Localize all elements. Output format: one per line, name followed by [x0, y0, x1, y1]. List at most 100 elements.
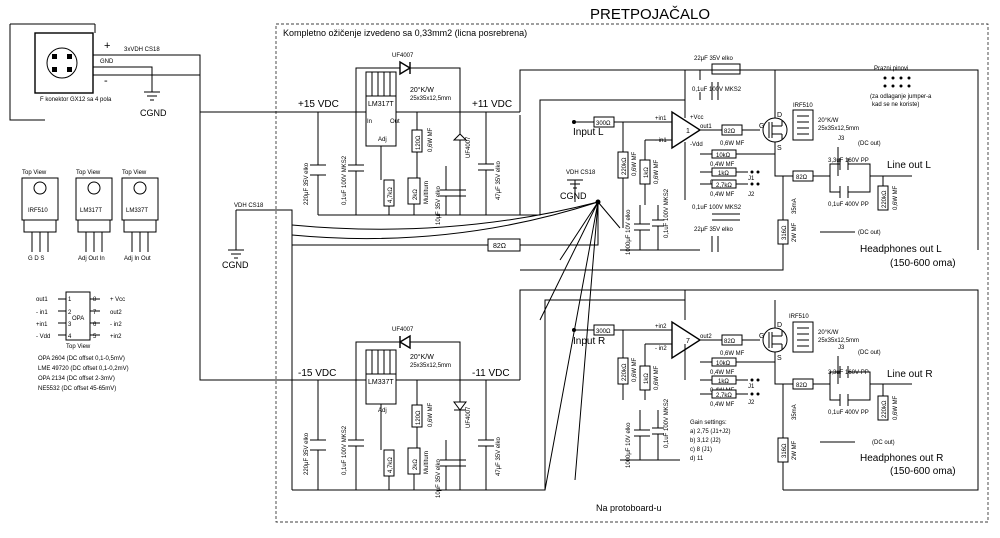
- neg-cap-adj: 10μF 35V elko: [436, 459, 442, 498]
- channel-left: Input L 300Ω 220kΩ 0,6W MF 1kΩ 0,6W MF 1…: [520, 56, 979, 271]
- jumper-note-line1: (za odlaganje jumper-a: [870, 94, 932, 100]
- cgnd-label-2: CGND: [222, 260, 249, 270]
- negative-supply: -15 VDC -11 VDC LM337T Adj 20°K/W 25x35x…: [292, 327, 520, 498]
- l-r-in: 300Ω: [596, 121, 611, 127]
- opa-num-l2: 2: [68, 310, 72, 316]
- r-mosfet-s: S: [777, 355, 782, 362]
- l-film-dec: 0,1uF 100V MKS2: [664, 188, 670, 238]
- r-current: 35mA: [792, 404, 798, 420]
- cgnd-label-1: CGND: [140, 108, 167, 118]
- cross-resistor: 82Ω: [493, 243, 506, 250]
- r-film-dec: 0,1uF 100V MKS2: [664, 398, 670, 448]
- neg-r1-spec: 0,6W MF: [428, 402, 434, 427]
- pos-diode-2: UF4007: [466, 136, 472, 158]
- l-cap-dec: 1000μF 10V elko: [626, 209, 632, 255]
- l-vdd: -Vdd: [690, 142, 703, 148]
- gain-a: a) 2,75 (J1+J2): [690, 429, 731, 435]
- opa-option-2: LME 49720 (DC offset 0,1-0,2mV): [38, 366, 129, 372]
- neg-out-voltage: -11 VDC: [472, 368, 510, 379]
- pos-cap-in: 220μF 35V elko: [304, 162, 310, 205]
- r-r-gnd-spec: 0,6W MF: [654, 365, 660, 390]
- pos-reg-out: Out: [390, 119, 400, 125]
- l-film-top: 0,1uF 100V MKS2: [692, 87, 742, 93]
- opa-num-l3: 3: [68, 322, 72, 328]
- r-out: out2: [700, 334, 712, 340]
- opa-num-r2: 7: [93, 310, 97, 316]
- l-opamp-num: 1: [686, 128, 690, 135]
- l-mosfet-s: S: [777, 145, 782, 152]
- board-outline: [275, 23, 989, 523]
- l-cap-out: 3,3uF 160V PP: [828, 158, 869, 164]
- opa-pin-r2: out2: [110, 310, 122, 316]
- pos-reg-name: LM317T: [368, 101, 394, 108]
- pos-reg-in: In: [367, 119, 372, 125]
- l-in-n: - in1: [655, 138, 667, 144]
- package-lm317t-pins: Adj Out In: [78, 256, 105, 262]
- ground-star-wires: 82Ω VDH CS18 CGND: [291, 69, 685, 491]
- r-cap-out: 3,3uF 160V PP: [828, 370, 869, 376]
- r-mosfet-g: G: [759, 333, 764, 340]
- opa-num-l1: 1: [68, 297, 72, 303]
- cgnd-center: CGND: [560, 191, 587, 201]
- r-r-gate: 82Ω: [724, 339, 736, 345]
- neg-reg-name: LM337T: [368, 379, 394, 386]
- l-r-fb2: 1kΩ: [718, 171, 729, 177]
- r-r-fb3: 2,7kΩ: [716, 393, 732, 399]
- package-lm317t: Top View LM317T Adj Out In: [75, 170, 113, 262]
- opa-top-view: Top View: [66, 344, 91, 350]
- r-hs-dim: 25x35x12,5mm: [818, 338, 859, 344]
- opa-num-l4: 4: [68, 334, 72, 340]
- neg-trim: 2kΩ: [413, 459, 419, 470]
- pos-cap-adj: 10μF 35V elko: [436, 186, 442, 225]
- l-in-p: +in1: [655, 116, 667, 122]
- l-r-gate: 82Ω: [724, 129, 736, 135]
- neg-diode: UF4007: [392, 327, 414, 333]
- gain-d: d) 11: [690, 456, 704, 462]
- pos-diode: UF4007: [392, 53, 414, 59]
- pos-r2: 4,7kΩ: [388, 187, 394, 203]
- l-r-gate-spec: 0,6W MF: [720, 141, 745, 147]
- opa-pin-r4: +in2: [110, 334, 122, 340]
- pos-in-voltage: +15 VDC: [298, 99, 339, 110]
- package-lm337t: Top View LM337T Adj In Out: [121, 170, 159, 262]
- positive-supply: +15 VDC +11 VDC LM317T In Out Adj 20°K/W…: [298, 53, 520, 225]
- opa-num-r4: 5: [93, 334, 97, 340]
- l-j3: J3: [838, 136, 845, 142]
- gain-b: b) 3,12 (J2): [690, 438, 721, 444]
- opa-pin-l1: out1: [36, 297, 48, 303]
- r-hs: 20°K/W: [818, 330, 839, 336]
- r-dc-out-2: (DC out): [872, 440, 895, 446]
- l-film-out: 0,1uF 400V PP: [828, 202, 869, 208]
- neg-heatsink-dim: 25x35x12,5mm: [410, 363, 451, 369]
- r-r-in: 300Ω: [596, 329, 611, 335]
- channel-right: Input R 300Ω 220kΩ 0,6W MF 1kΩ 0,6W MF 7…: [572, 289, 979, 491]
- l-r-source: 316Ω: [782, 225, 788, 240]
- jumper-note: Prazni pinovi (za odlaganje jumper-a kad…: [870, 66, 932, 108]
- r-in-n: - in2: [655, 346, 667, 352]
- vdh-cs18-center: VDH CS18: [566, 170, 596, 176]
- pos-reg-adj: Adj: [378, 137, 387, 143]
- r-r-fb3-spec: 0,4W MF: [710, 402, 735, 408]
- l-j1: J1: [748, 176, 755, 182]
- connector-plus: +: [104, 40, 110, 52]
- r-j1: J1: [748, 384, 755, 390]
- vdh-cs18-label: VDH CS18: [234, 203, 264, 209]
- jumper-note-title: Prazni pinovi: [874, 66, 908, 72]
- connector-gnd: GND: [100, 59, 114, 65]
- l-r-fb-spec: 0,4W MF: [710, 162, 735, 168]
- r-r-bias: 220kΩ: [622, 363, 628, 381]
- neg-cap-in: 220μF 35V elko: [304, 432, 310, 475]
- opa-option-4: NE5532 (DC offset 45-65mV): [38, 386, 116, 392]
- pos-cap-out: 47μF 35V elko: [496, 161, 502, 200]
- opa-pin-l4: - Vdd: [36, 334, 50, 340]
- opa-chip-label: OPA: [72, 316, 84, 322]
- r-mosfet-d: D: [777, 322, 782, 329]
- package-lm337t-view: Top View: [122, 170, 147, 176]
- l-r-bias: 220kΩ: [622, 157, 628, 175]
- pos-trim-type: Multiturn: [424, 181, 430, 204]
- r-j3: J3: [838, 345, 845, 351]
- l-r-bias-spec: 0,6W MF: [632, 151, 638, 176]
- package-lm317t-name: LM317T: [80, 208, 102, 214]
- pos-trim: 2kΩ: [413, 189, 419, 200]
